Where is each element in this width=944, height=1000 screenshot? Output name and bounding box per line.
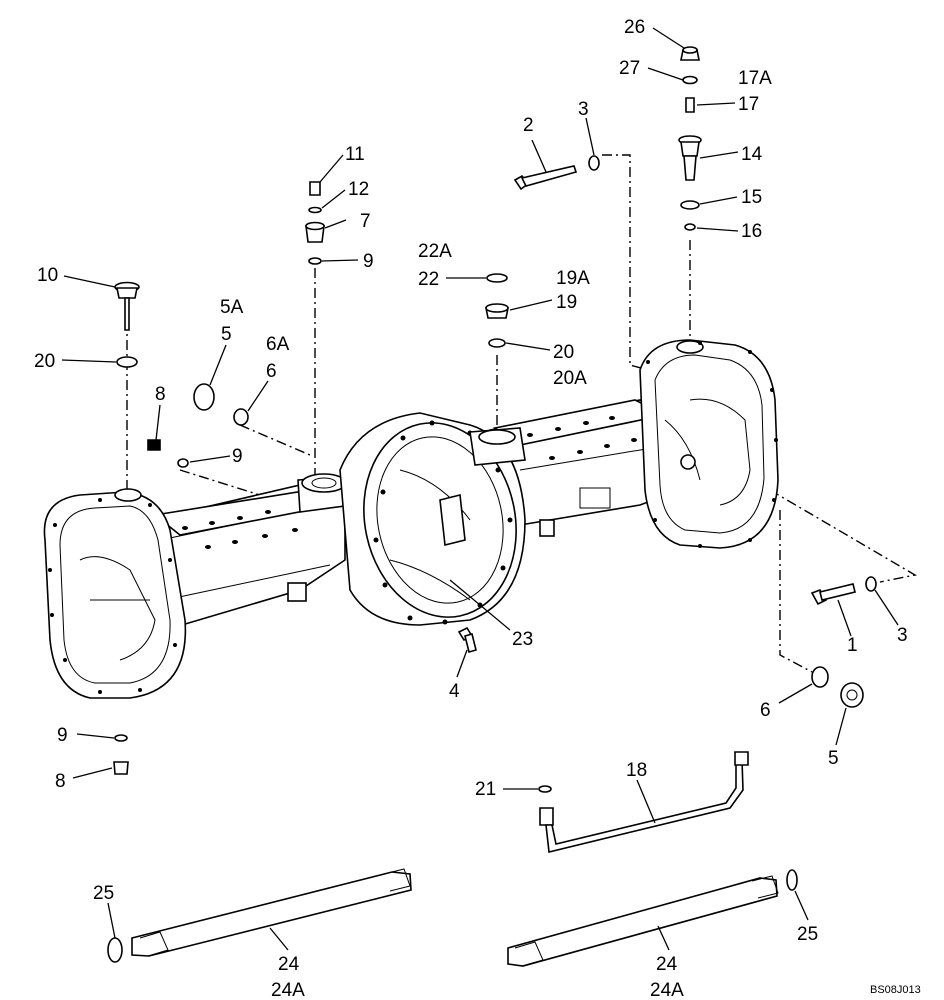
callout-6-left: 6 bbox=[266, 361, 277, 382]
callout-6a: 6A bbox=[266, 334, 290, 355]
callout-3-top: 3 bbox=[578, 99, 589, 120]
callout-26: 26 bbox=[624, 17, 645, 38]
callout-5a: 5A bbox=[220, 297, 244, 318]
callout-22: 22 bbox=[418, 269, 439, 290]
callout-1: 1 bbox=[847, 635, 858, 656]
callout-9-low: 9 bbox=[57, 725, 68, 746]
callout-17: 17 bbox=[738, 94, 759, 115]
callout-16: 16 bbox=[741, 221, 762, 242]
centerlines bbox=[126, 154, 917, 673]
callout-8-top: 8 bbox=[155, 384, 166, 405]
callout-24a-right: 24A bbox=[650, 980, 684, 1000]
callout-27: 27 bbox=[619, 58, 640, 79]
callout-6-right: 6 bbox=[760, 700, 771, 721]
callout-22a: 22A bbox=[418, 241, 452, 262]
callout-24a-left: 24A bbox=[271, 980, 305, 1000]
callout-12: 12 bbox=[348, 179, 369, 200]
callout-20-left: 20 bbox=[34, 351, 55, 372]
callout-24-left: 24 bbox=[278, 954, 300, 975]
callout-14: 14 bbox=[741, 144, 763, 165]
callout-19a: 19A bbox=[556, 268, 590, 289]
callout-8-low: 8 bbox=[55, 771, 66, 792]
callout-20a: 20A bbox=[553, 368, 587, 389]
callout-18: 18 bbox=[626, 760, 647, 781]
callout-labels: 26 27 17A 17 14 15 16 2 3 11 12 7 9 22A … bbox=[34, 17, 921, 1000]
callout-11: 11 bbox=[345, 144, 365, 165]
callout-9-mid: 9 bbox=[232, 446, 243, 467]
callout-5-right: 5 bbox=[828, 748, 839, 769]
callout-23: 23 bbox=[512, 629, 533, 650]
axle-housing bbox=[43, 339, 779, 699]
callout-5-left: 5 bbox=[221, 324, 232, 345]
callout-2: 2 bbox=[523, 115, 534, 136]
small-parts bbox=[107, 46, 877, 967]
callout-7: 7 bbox=[360, 211, 371, 232]
callout-17a: 17A bbox=[738, 68, 772, 89]
leader-lines bbox=[61, 27, 899, 951]
callout-15: 15 bbox=[741, 187, 762, 208]
callout-4: 4 bbox=[449, 681, 460, 702]
callout-25-left: 25 bbox=[93, 883, 114, 904]
callout-10: 10 bbox=[37, 265, 58, 286]
callout-21: 21 bbox=[475, 779, 496, 800]
callout-9-top: 9 bbox=[363, 251, 374, 272]
callout-24-right: 24 bbox=[656, 954, 678, 975]
drawing-code: BS08J013 bbox=[870, 984, 921, 996]
callout-25-right: 25 bbox=[797, 924, 818, 945]
callout-19: 19 bbox=[556, 292, 577, 313]
callout-20-mid: 20 bbox=[553, 342, 574, 363]
callout-3-right: 3 bbox=[897, 625, 908, 646]
